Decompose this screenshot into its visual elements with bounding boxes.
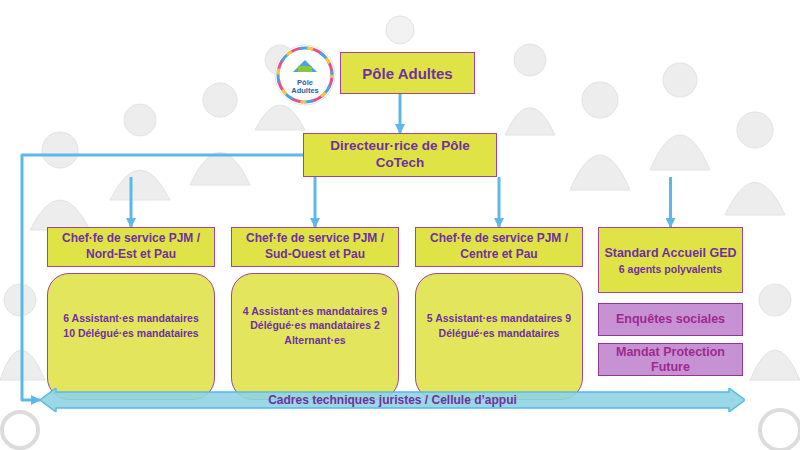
activity-box: Mandat Protection Future xyxy=(598,343,743,376)
connector-arrow xyxy=(498,177,501,227)
logo xyxy=(275,45,335,105)
support-band: Cadres techniques juristes / Cellule d’a… xyxy=(40,388,745,412)
node-text: Standard Accueil GED xyxy=(604,246,736,260)
logo-label: Pôle Adultes xyxy=(285,79,325,94)
connector-arrow xyxy=(314,177,317,227)
node-text: Chef·fe de service PJM / Sud-Ouest et Pa… xyxy=(236,231,394,262)
reception-box: Standard Accueil GED 6 agents polyvalents xyxy=(598,227,743,293)
service-head-box: Chef·fe de service PJM / Centre et Pau xyxy=(415,227,583,267)
node-subtext: 6 agents polyvalents xyxy=(619,263,722,275)
node-text: Chef·fe de service PJM / Nord-Est et Pau xyxy=(52,231,210,262)
node-text: 4 Assistant·es mandataires 9 Délégué·es … xyxy=(240,304,390,347)
connector-arrow xyxy=(130,177,133,227)
team-box: 6 Assistant·es mandataires 10 Délégué·es… xyxy=(47,273,215,400)
team-box: 4 Assistant·es mandataires 9 Délégué·es … xyxy=(231,273,399,400)
director-box: Directeur·rice de Pôle CoTech xyxy=(303,133,497,177)
node-text: Cadres techniques juristes / Cellule d’a… xyxy=(268,393,517,407)
band-outline xyxy=(40,388,745,412)
activity-box: Enquêtes sociales xyxy=(598,303,743,336)
node-text: 6 Assistant·es mandataires 10 Délégué·es… xyxy=(56,311,206,339)
node-text: Enquêtes sociales xyxy=(616,312,725,326)
node-text: Pôle Adultes xyxy=(362,65,452,82)
service-head-box: Chef·fe de service PJM / Nord-Est et Pau xyxy=(47,227,215,267)
node-text: Mandat Protection Future xyxy=(603,345,738,374)
connector-arrow xyxy=(399,94,402,133)
node-text: Chef·fe de service PJM / Centre et Pau xyxy=(420,231,578,262)
node-text: Directeur·rice de Pôle CoTech xyxy=(310,138,490,172)
team-box: 5 Assistant·es mandataires 9 Délégué·es … xyxy=(415,273,583,400)
service-head-box: Chef·fe de service PJM / Sud-Ouest et Pa… xyxy=(231,227,399,267)
title-box: Pôle Adultes xyxy=(340,52,475,94)
node-text: 5 Assistant·es mandataires 9 Délégué·es … xyxy=(424,311,574,339)
connector-arrow xyxy=(669,177,672,227)
